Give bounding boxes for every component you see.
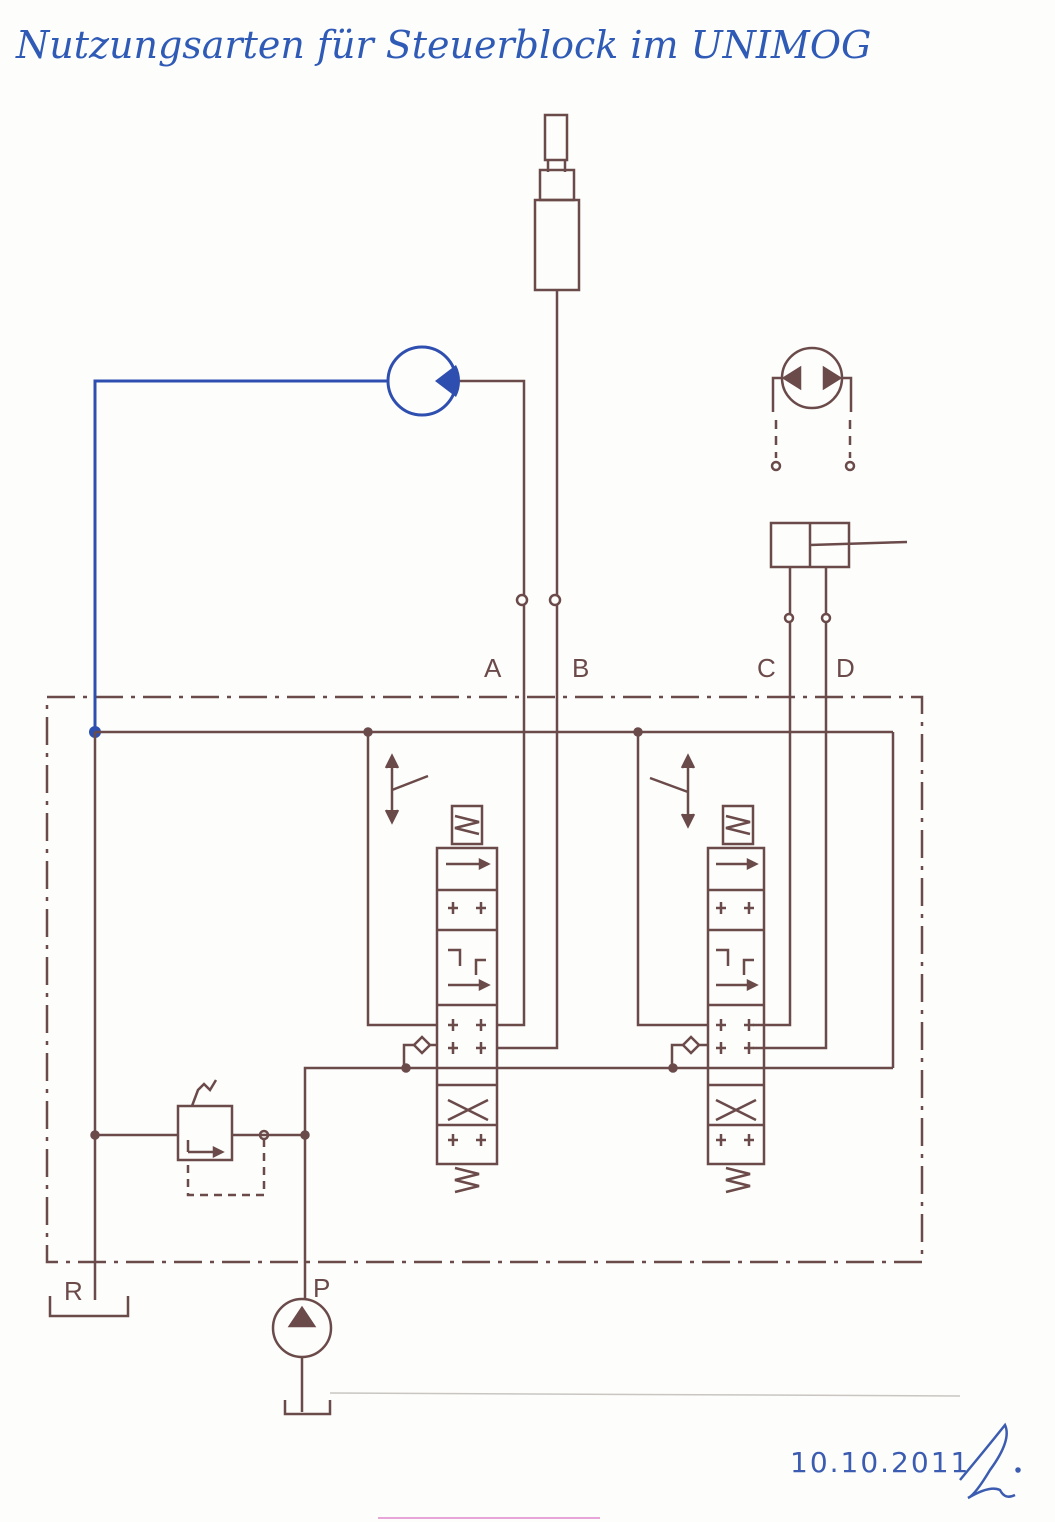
pilot-symbol-right [649, 753, 696, 829]
tank-gallery [93, 727, 895, 1300]
hydraulic-motor [386, 345, 461, 417]
date-text: 10.10.2011 [790, 1446, 970, 1479]
double-acting-cylinder [753, 521, 908, 1050]
pilot-symbol-left [384, 753, 429, 825]
line-b [497, 298, 562, 1050]
pressure-gallery [300, 1063, 893, 1300]
sheet-rule [329, 1392, 961, 1397]
signature [959, 1422, 1021, 1500]
tank-r [48, 1296, 130, 1318]
bidirectional-motor [770, 346, 856, 472]
port-label-r: R [64, 1276, 83, 1306]
port-label-c: C [757, 653, 776, 683]
directional-valve-2 [706, 804, 766, 1194]
line-a [455, 379, 529, 1027]
port-label-b: B [572, 653, 589, 683]
telescopic-cylinder [533, 113, 581, 298]
pressure-relief-valve [90, 1079, 305, 1197]
hydraulic-pump [271, 1297, 333, 1416]
port-label-d: D [836, 653, 855, 683]
check-valve-1 [402, 1035, 437, 1068]
directional-valve-1 [435, 804, 499, 1194]
check-valve-2 [670, 1035, 708, 1068]
control-block-enclosure [45, 695, 924, 1264]
return-line-highlighted [93, 379, 388, 732]
port-label-a: A [484, 653, 502, 683]
diagram-title: Nutzungsarten für Steuerblock im UNIMOG [15, 23, 871, 67]
port-label-p: P [313, 1273, 330, 1303]
